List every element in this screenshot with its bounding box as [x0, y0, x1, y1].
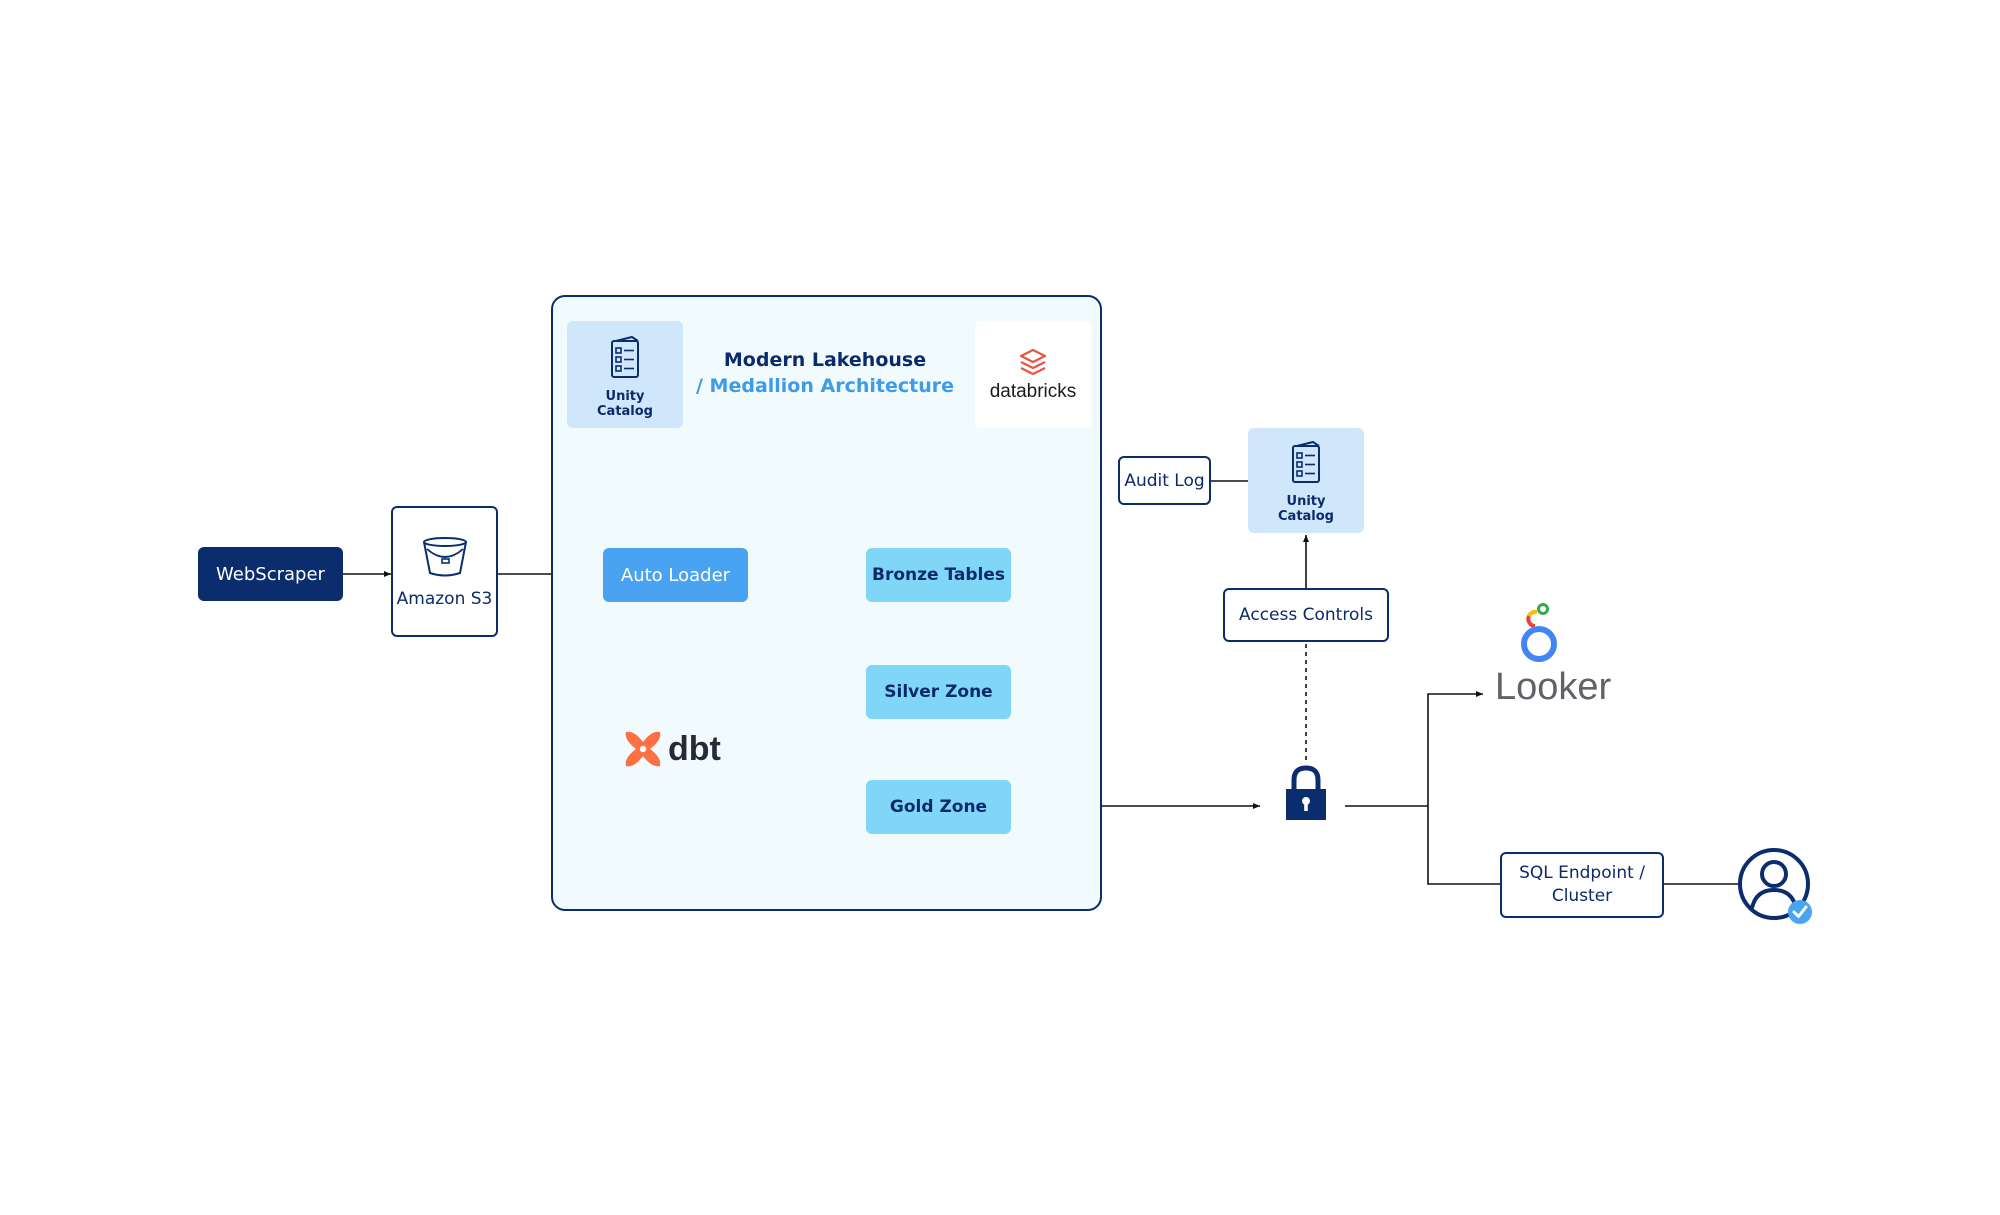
bucket-icon: [422, 536, 467, 576]
looker-logo[interactable]: Looker: [1495, 600, 1615, 710]
padlock-icon: [1286, 765, 1326, 820]
document-list-icon: [1292, 440, 1320, 483]
lock-node[interactable]: [1282, 764, 1330, 824]
sql-endpoint-label1: SQL Endpoint /: [1519, 863, 1645, 883]
amazon-s3-node[interactable]: Amazon S3: [391, 506, 498, 637]
dbt-label: dbt: [668, 729, 721, 768]
unity-catalog-outer-label1: Unity: [1286, 494, 1326, 509]
unity-catalog-inner[interactable]: Unity Catalog: [567, 321, 683, 428]
wire-to-sql: [1427, 806, 1500, 885]
gold-zone-node[interactable]: Gold Zone: [866, 780, 1011, 834]
auto-loader-node[interactable]: Auto Loader: [603, 548, 748, 602]
wire-to-looker: [1427, 691, 1483, 806]
databricks-logo-icon: [1019, 348, 1047, 375]
lakehouse-subtitle: / Medallion Architecture: [696, 375, 954, 397]
unity-catalog-inner-label2: Catalog: [597, 404, 653, 419]
silver-zone-node[interactable]: Silver Zone: [866, 665, 1011, 719]
user-node[interactable]: [1738, 846, 1816, 926]
document-list-icon: [611, 335, 639, 378]
databricks-label: databricks: [989, 380, 1077, 402]
dbt-logo-icon: [625, 731, 661, 767]
webscraper-node[interactable]: WebScraper: [198, 547, 343, 601]
unity-catalog-outer-label2: Catalog: [1278, 509, 1334, 524]
unity-catalog-inner-label1: Unity: [605, 389, 645, 404]
looker-logo-icon: [1521, 603, 1557, 662]
sql-endpoint-label2: Cluster: [1551, 886, 1613, 906]
audit-log-node[interactable]: Audit Log: [1118, 456, 1211, 505]
bronze-tables-node[interactable]: Bronze Tables: [866, 548, 1011, 602]
unity-catalog-outer[interactable]: Unity Catalog: [1248, 428, 1364, 533]
databricks-logo: databricks: [975, 321, 1091, 428]
looker-label: Looker: [1495, 666, 1612, 708]
lakehouse-title: Modern Lakehouse: [723, 349, 927, 371]
sql-endpoint-node[interactable]: SQL Endpoint / Cluster: [1500, 852, 1664, 918]
verified-user-icon: [1738, 848, 1812, 924]
amazon-s3-label: Amazon S3: [396, 588, 493, 609]
dbt-logo[interactable]: dbt: [622, 726, 752, 772]
access-controls-node[interactable]: Access Controls: [1223, 588, 1389, 642]
